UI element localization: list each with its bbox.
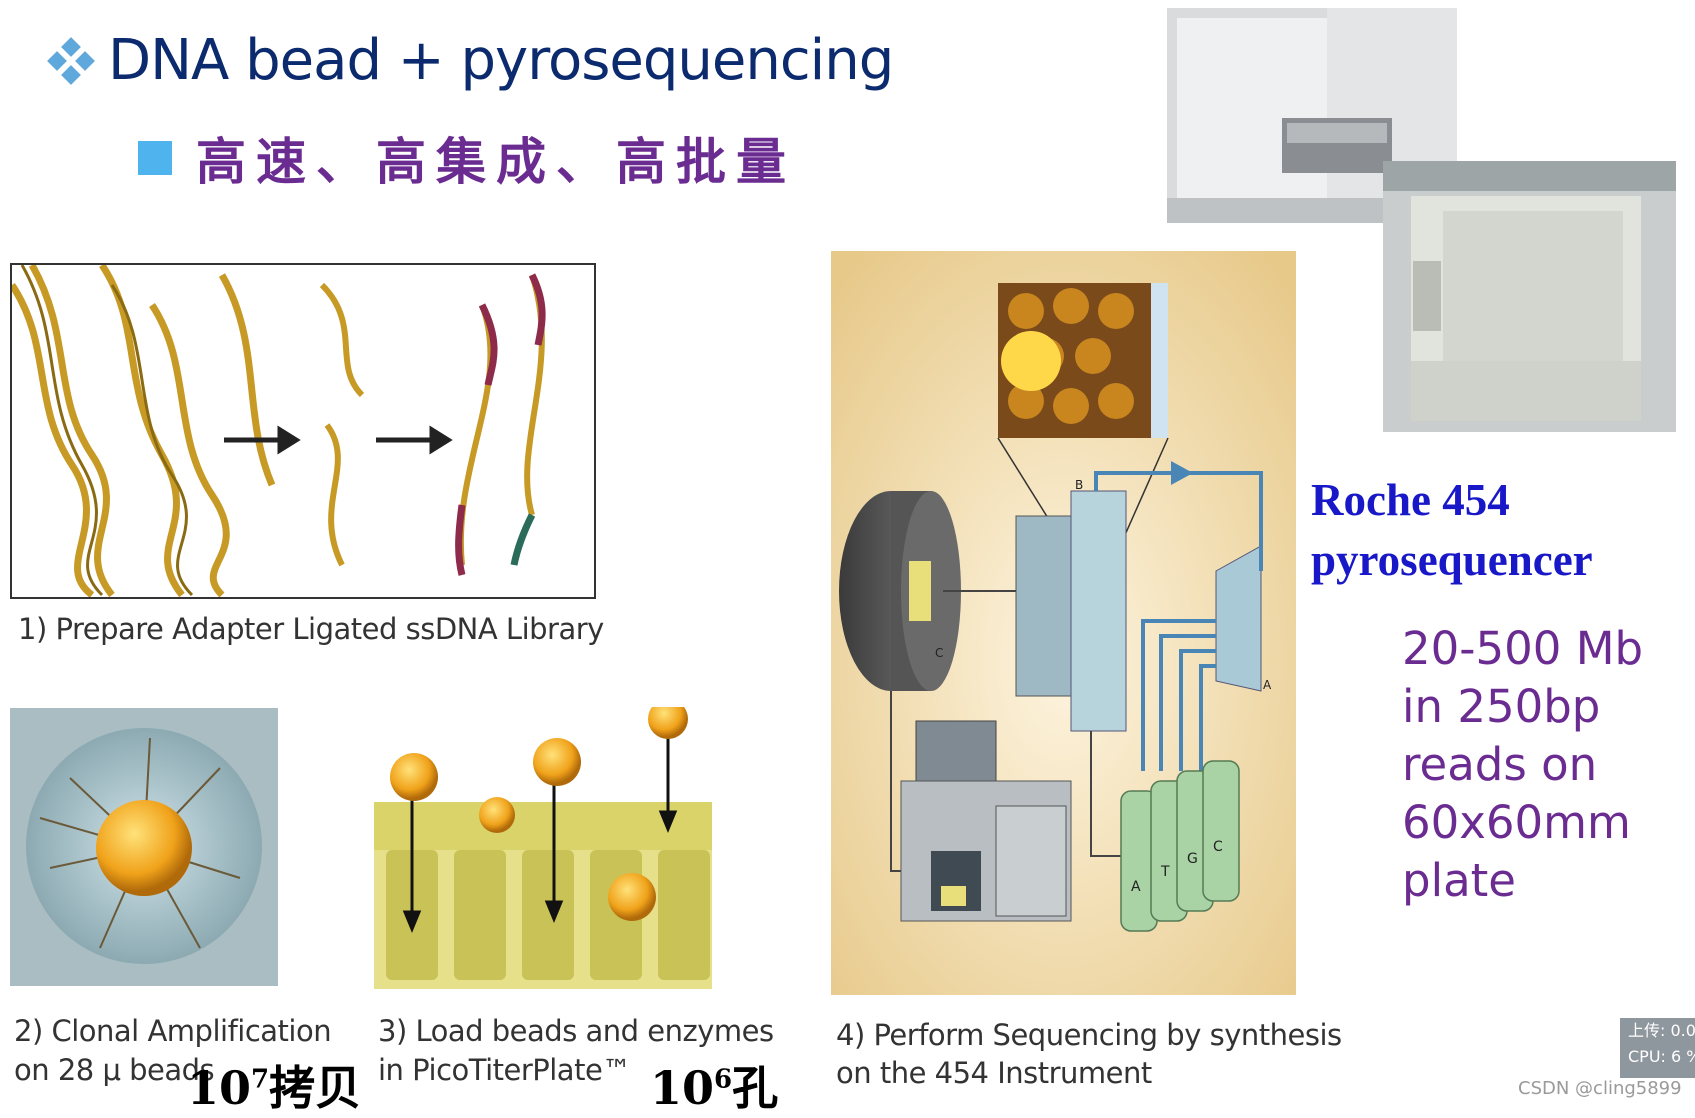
step3-caption-line1: 3) Load beads and enzymes: [378, 1014, 774, 1048]
instrument-name: Roche 454 pyrosequencer: [1311, 470, 1593, 590]
bottle-label-a: A: [1131, 879, 1141, 895]
step2-caption-line2: on 28 μ beads: [14, 1053, 215, 1087]
spec-line: reads on: [1402, 738, 1598, 791]
label-b: B: [1075, 478, 1083, 492]
copies-base: 10: [187, 1061, 252, 1115]
upload-stat: 上传: 0.0: [1628, 1021, 1695, 1040]
step2-caption-line1: 2) Clonal Amplification: [14, 1014, 332, 1048]
wells-unit: 孔: [732, 1061, 779, 1115]
instrument-photo-large: [1167, 8, 1457, 223]
spec-line: 20-500 Mb: [1402, 622, 1644, 675]
cpu-stat: CPU: 6 %: [1628, 1047, 1695, 1066]
step4-caption-line1: 4) Perform Sequencing by synthesis: [836, 1018, 1342, 1052]
copies-annotation: 107拷贝: [187, 1052, 361, 1118]
label-c: C: [935, 646, 943, 660]
spec-line: in 250bp: [1402, 680, 1601, 733]
slide-subtitle: 高速、高集成、高批量: [138, 122, 796, 194]
dna-library-panel: [10, 263, 596, 599]
sequencing-instrument-diagram: C B A: [831, 251, 1296, 995]
copies-unit: 拷贝: [269, 1061, 362, 1115]
instrument-name-line1: Roche 454: [1311, 475, 1510, 525]
subtitle-text: 高速、高集成、高批量: [196, 132, 796, 191]
step3-caption-line2: in PicoTiterPlate™: [378, 1053, 631, 1087]
step1-caption: 1) Prepare Adapter Ligated ssDNA Library: [18, 612, 604, 646]
square-bullet-icon: [138, 141, 172, 175]
bottle-label-g: G: [1187, 851, 1198, 867]
title-text: DNA bead + pyrosequencing: [108, 28, 894, 93]
slide-title: DNA bead + pyrosequencing: [47, 28, 894, 93]
wells-annotation: 106孔: [650, 1052, 778, 1118]
step4-caption-line2: on the 454 Instrument: [836, 1056, 1152, 1090]
system-stats-overlay: 上传: 0.0 CPU: 6 %: [1620, 1018, 1695, 1078]
picotiterplate-panel: [372, 707, 714, 989]
label-a: A: [1263, 678, 1272, 692]
bottle-label-c: C: [1213, 839, 1223, 855]
instrument-name-line2: pyrosequencer: [1311, 535, 1593, 585]
diamond-bullet-icon: [47, 36, 95, 85]
instrument-specs: 20-500 Mb in 250bp reads on 60x60mm plat…: [1402, 620, 1643, 910]
copies-exponent: 7: [251, 1064, 270, 1095]
instrument-photo-small: [1383, 161, 1676, 432]
wells-exponent: 6: [714, 1064, 733, 1095]
bottle-label-t: T: [1160, 864, 1170, 880]
watermark: CSDN @cling5899: [1518, 1078, 1682, 1099]
bead-emulsion-panel: [10, 708, 278, 986]
spec-line: plate: [1402, 854, 1516, 907]
spec-line: 60x60mm: [1402, 796, 1631, 849]
wells-base: 10: [650, 1061, 715, 1115]
